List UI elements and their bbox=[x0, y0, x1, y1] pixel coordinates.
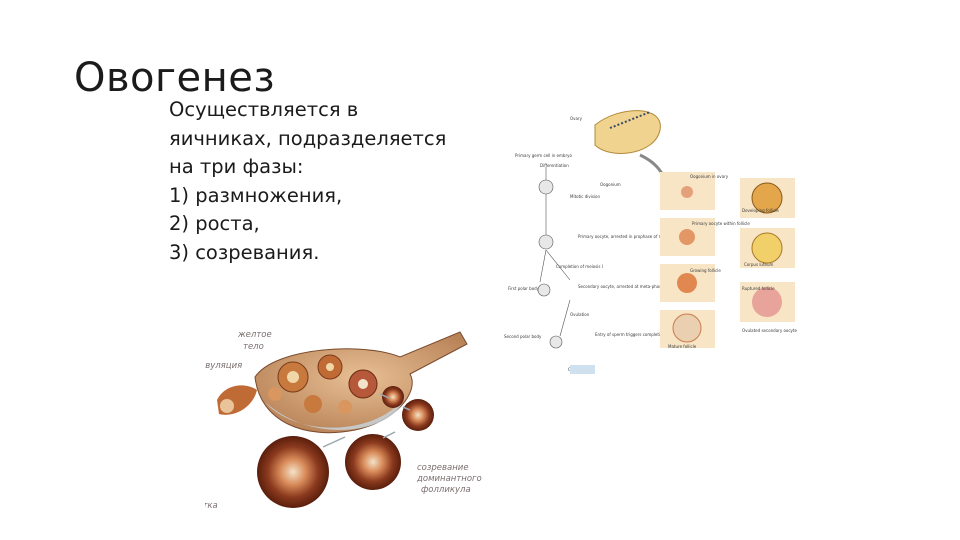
intro-line-1: Осуществляется в bbox=[169, 98, 359, 121]
ovary-body bbox=[254, 331, 468, 434]
label-mitotic: Mitotic division bbox=[570, 194, 601, 199]
ovulation-follicle bbox=[217, 385, 257, 415]
follicle-dev-2 bbox=[402, 399, 434, 431]
intro-line-2: яичниках, подразделяется bbox=[169, 126, 447, 150]
follicle-dominant bbox=[345, 434, 401, 490]
label-ovulation-r: Ovulation bbox=[570, 312, 590, 317]
follicle-oocyte bbox=[257, 436, 329, 508]
svg-text:Oogonium in ovary: Oogonium in ovary bbox=[690, 174, 729, 179]
svg-text:Ovulated secondary oocyte: Ovulated secondary oocyte bbox=[742, 328, 797, 333]
phase-item-growth: 2) роста, bbox=[169, 212, 260, 235]
svg-text:Mature follicle: Mature follicle bbox=[668, 344, 697, 349]
label-corpus-luteum-2: тело bbox=[243, 342, 264, 352]
follicle-arrows bbox=[322, 393, 411, 448]
label-secondary-oocyte: Secondary oocyte, arrested at meta-phase… bbox=[578, 284, 689, 289]
svg-text:Primary oocyte within follicle: Primary oocyte within follicle bbox=[692, 221, 750, 226]
label-primary-germ: Primary germ cell in embryo bbox=[515, 153, 572, 158]
label-primary-oocyte: Primary oocyte, arrested in prophase of … bbox=[578, 234, 676, 239]
svg-text:Ruptured follicle: Ruptured follicle bbox=[742, 286, 775, 291]
svg-text:Growing follicle: Growing follicle bbox=[690, 268, 721, 273]
panel-labels: Oogonium in ovary Primary oocyte within … bbox=[668, 174, 797, 349]
oogenesis-cell-chain bbox=[537, 179, 563, 349]
label-dominant-2: доминантного bbox=[416, 474, 482, 484]
flow-arrows bbox=[539, 167, 571, 337]
follicle-dev-1 bbox=[382, 386, 404, 408]
label-corpus-luteum-1: желтое bbox=[237, 330, 272, 340]
label-second-polar: Second polar body bbox=[504, 334, 542, 339]
ovum-box bbox=[570, 365, 595, 374]
label-first-polar: First polar body bbox=[508, 286, 540, 291]
phase-item-reproduction: 1) размножения, bbox=[169, 183, 343, 207]
label-oogonium: Oogonium bbox=[600, 182, 621, 187]
follicle-panels bbox=[660, 172, 795, 348]
intro-line-3: на три фазы: bbox=[169, 155, 304, 178]
label-dominant-1: созревание bbox=[417, 463, 469, 473]
label-sperm-entry: Entry of sperm triggers completion of me… bbox=[595, 332, 690, 337]
phase-item-maturation: 3) созревания. bbox=[169, 240, 320, 264]
svg-text:Developing follicle: Developing follicle bbox=[742, 208, 779, 213]
label-dominant-3: фолликула bbox=[421, 485, 471, 495]
label-completion: Completion of meiosis I bbox=[556, 264, 603, 269]
label-differentiation: Differentiation bbox=[540, 163, 569, 168]
slide-body-text: Осуществляется в яичниках, подразделяетс… bbox=[169, 96, 504, 267]
slide-title: Овогенез bbox=[74, 55, 276, 101]
svg-text:Corpus luteum: Corpus luteum bbox=[744, 262, 774, 267]
label-oocyte: яйцеклетка bbox=[205, 501, 218, 511]
ovary-section bbox=[594, 110, 661, 154]
oogenesis-flow-diagram: Ovary Primary germ cell in embryo Differ… bbox=[504, 110, 797, 374]
label-ovary: Ovary bbox=[570, 116, 583, 121]
